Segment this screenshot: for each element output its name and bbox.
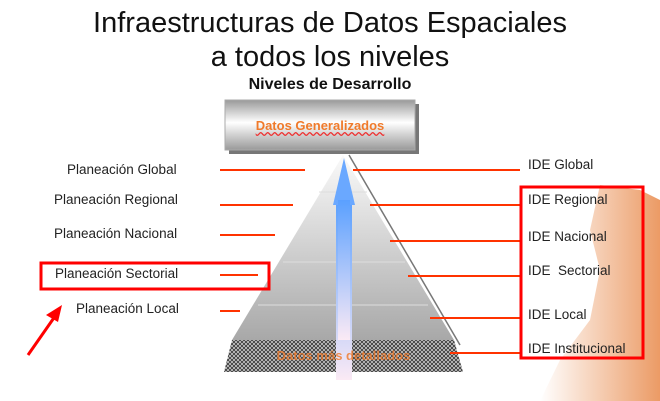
right-label-global: IDE Global — [528, 157, 594, 172]
highlight-box-sectorial — [39, 261, 271, 291]
left-label-sectorial: Planeación Sectorial — [55, 266, 179, 281]
left-label-regional: Planeación Regional — [54, 192, 178, 207]
right-label-regional: IDE Regional — [528, 192, 608, 207]
gear-background — [540, 185, 660, 401]
highlight-box-ide — [519, 185, 645, 360]
right-label-nacional: IDE Nacional — [528, 229, 607, 244]
base-band-label: Datos más detallados — [276, 348, 411, 363]
left-label-nacional: Planeación Nacional — [54, 226, 178, 241]
top-box-label: Datos Generalizados — [255, 118, 385, 133]
title-line-2: a todos los niveles — [210, 41, 450, 73]
top-box — [224, 99, 416, 151]
left-label-global: Planeación Global — [67, 162, 177, 177]
left-label-local: Planeación Local — [76, 301, 179, 316]
subtitle: Niveles de Desarrollo — [248, 76, 412, 93]
right-label-institucional: IDE Institucional — [528, 341, 626, 356]
connector-lines — [220, 169, 520, 354]
title-line-1: Infraestructuras de Datos Espaciales — [93, 7, 567, 39]
pointer-arrow-icon — [26, 305, 62, 356]
right-label-sectorial: IDE Sectorial — [528, 263, 611, 278]
right-label-local: IDE Local — [528, 307, 587, 322]
